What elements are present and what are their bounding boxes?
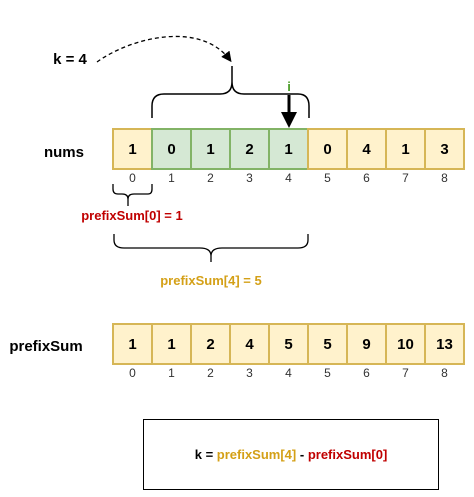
prefix-zero-brace — [112, 184, 153, 206]
prefixsum-value: 2 — [206, 336, 214, 353]
prefixsum-index: 0 — [129, 366, 136, 380]
nums-label: nums — [44, 144, 84, 161]
prefixsum-value: 1 — [167, 336, 175, 353]
i-label: i — [287, 79, 291, 94]
nums-index: 7 — [402, 171, 409, 185]
prefixsum-index: 4 — [285, 366, 292, 380]
prefix-zero-label: prefixSum[0] = 1 — [81, 208, 183, 223]
nums-index: 8 — [441, 171, 448, 185]
prefixsum-cell — [385, 323, 426, 365]
prefixsum-value: 5 — [284, 336, 292, 353]
prefix-four-brace — [113, 234, 309, 262]
nums-index: 2 — [207, 171, 214, 185]
nums-cell — [268, 128, 309, 170]
prefixsum-value: 9 — [362, 336, 370, 353]
prefixsum-cell — [190, 323, 231, 365]
nums-value: 1 — [206, 141, 214, 158]
nums-index: 5 — [324, 171, 331, 185]
nums-value: 3 — [440, 141, 448, 158]
nums-value: 4 — [362, 141, 371, 158]
nums-value: 1 — [284, 141, 292, 158]
prefixsum-indices: 0 1 2 3 4 5 6 7 8 — [129, 366, 448, 380]
formula-minus: - — [296, 447, 308, 462]
prefixsum-value: 13 — [436, 336, 453, 353]
nums-value: 2 — [245, 141, 253, 158]
nums-index: 3 — [246, 171, 253, 185]
prefixsum-value: 5 — [323, 336, 331, 353]
formula-box: k = prefixSum[4] - prefixSum[0] — [143, 419, 439, 490]
nums-cell — [424, 128, 465, 170]
k-dashed-arrow — [96, 35, 232, 63]
nums-value: 1 — [128, 141, 136, 158]
window-brace — [151, 66, 310, 118]
nums-value: 0 — [323, 141, 331, 158]
prefixsum-label: prefixSum — [9, 338, 82, 355]
nums-cell — [307, 128, 348, 170]
prefixsum-index: 2 — [207, 366, 214, 380]
formula-right: prefixSum[0] — [307, 447, 388, 462]
prefixsum-value: 10 — [397, 336, 414, 353]
formula-k: k — [194, 447, 202, 462]
nums-index: 6 — [363, 171, 370, 185]
prefixsum-cell — [112, 323, 153, 365]
prefixsum-cell — [424, 323, 465, 365]
prefixsum-index: 3 — [246, 366, 253, 380]
prefixsum-index: 8 — [441, 366, 448, 380]
prefixsum-cell — [307, 323, 348, 365]
prefixsum-array: 1 1 2 4 5 5 9 10 13 — [112, 323, 465, 365]
prefixsum-index: 6 — [363, 366, 370, 380]
nums-cell — [190, 128, 231, 170]
nums-index: 1 — [168, 171, 175, 185]
formula-left: prefixSum[4] — [216, 447, 297, 462]
prefixsum-value: 4 — [245, 336, 254, 353]
prefix-four-label: prefixSum[4] = 5 — [160, 273, 262, 288]
formula-eq: = — [201, 447, 217, 462]
nums-cell — [346, 128, 387, 170]
prefixsum-cell — [151, 323, 192, 365]
nums-indices: 0 1 2 3 4 5 6 7 8 — [129, 171, 448, 185]
nums-cell — [112, 128, 153, 170]
prefixsum-index: 7 — [402, 366, 409, 380]
nums-index: 4 — [285, 171, 292, 185]
prefixsum-index: 5 — [324, 366, 331, 380]
nums-value: 0 — [167, 141, 175, 158]
prefixsum-index: 1 — [168, 366, 175, 380]
nums-value: 1 — [401, 141, 409, 158]
nums-index: 0 — [129, 171, 136, 185]
nums-cell — [385, 128, 426, 170]
i-arrow-head — [281, 112, 297, 128]
nums-array: 1 0 1 2 1 0 4 1 3 — [112, 128, 465, 170]
k-label: k = 4 — [53, 51, 87, 68]
prefixsum-value: 1 — [128, 336, 136, 353]
